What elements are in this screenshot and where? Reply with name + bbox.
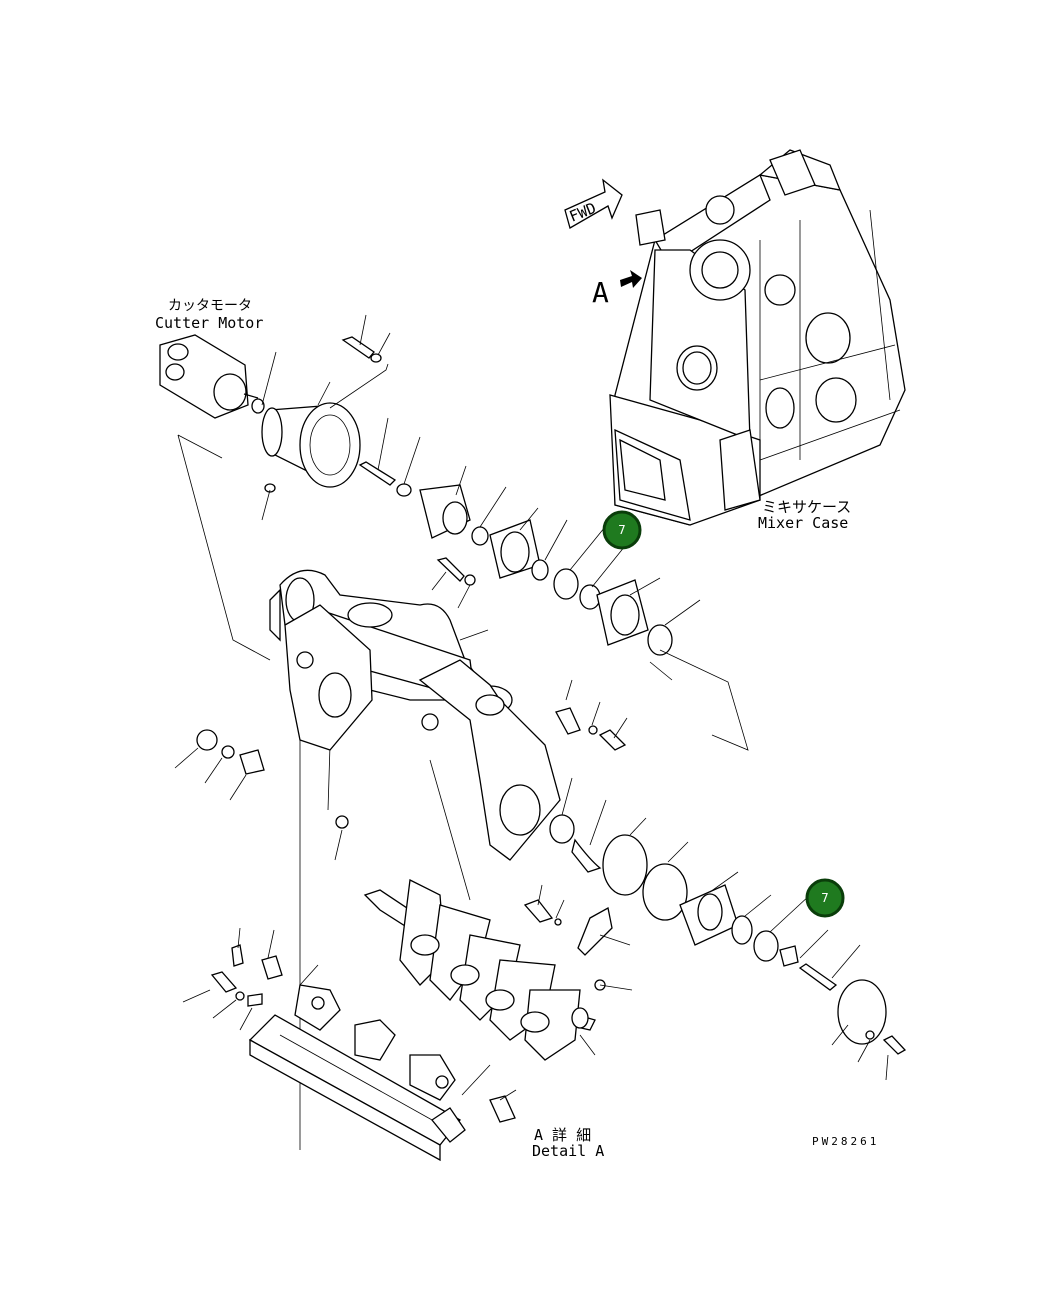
leader-lines-upper [261, 314, 749, 751]
detail-a-label-jp: A 詳 細 [534, 1126, 591, 1144]
leader-lines-mid [459, 629, 889, 1081]
main-arm-assembly [269, 569, 561, 861]
detail-a-drawing [210, 944, 516, 1162]
leader-lines-rotor [429, 759, 633, 1056]
motor-housing [261, 402, 361, 493]
housing-fasteners [341, 336, 673, 656]
leader-lines-detail-a [182, 927, 517, 1101]
view-a-indicator: A [592, 270, 642, 309]
callout-7-upper[interactable]: 7 [602, 510, 642, 550]
cutter-motor-drawing [159, 334, 265, 419]
mixer-case-label-en: Mixer Case [758, 514, 848, 532]
cutter-rotor [363, 879, 613, 1061]
callout-7-upper-number: 7 [618, 523, 626, 537]
detail-a-label-en: Detail A [532, 1142, 604, 1160]
mixer-case-label-jp: ミキサケース [762, 498, 851, 516]
callout-7-lower-number: 7 [821, 891, 829, 905]
view-a-label: A [592, 276, 609, 309]
cutter-motor-label-en: Cutter Motor [155, 314, 263, 332]
drawing-number: PW28261 [812, 1135, 879, 1148]
fwd-arrow: FWD [564, 178, 623, 229]
mixer-case-drawing [609, 149, 906, 526]
cutter-motor-label-jp: カッタモータ [168, 298, 252, 314]
mid-right-parts [549, 707, 907, 1055]
callout-7-lower[interactable]: 7 [805, 878, 845, 918]
left-parts [174, 729, 349, 861]
